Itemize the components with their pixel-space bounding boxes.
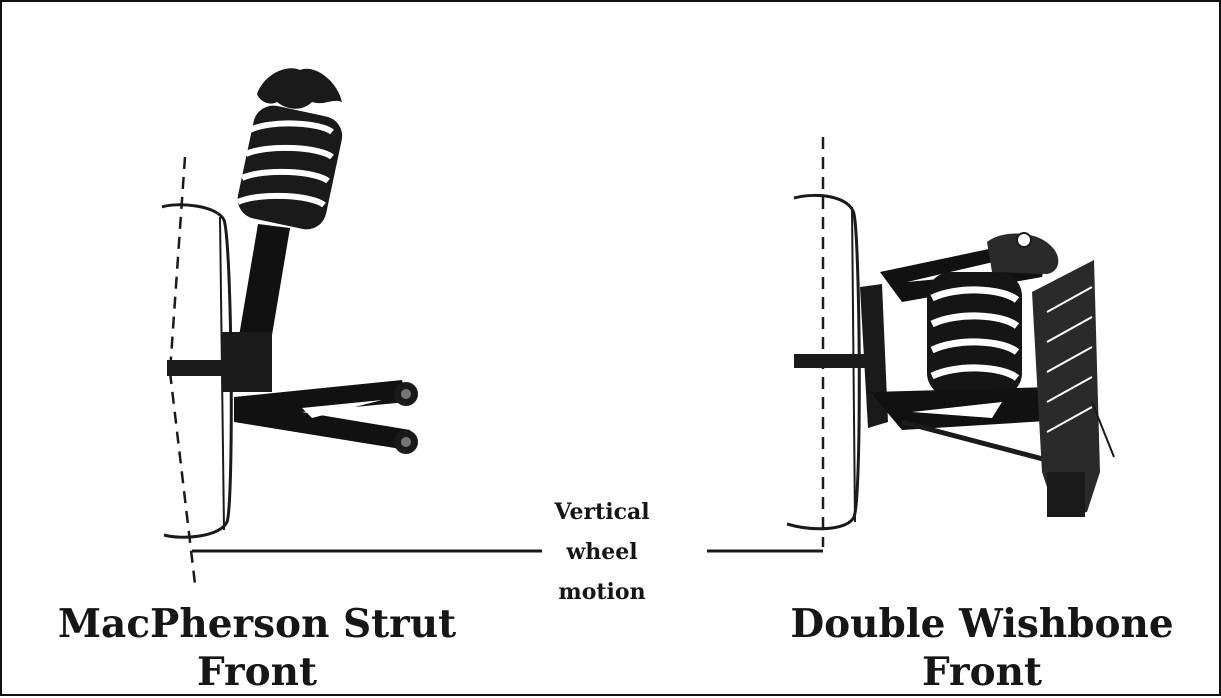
left-camber-dashed-line (168, 156, 187, 373)
macpherson-caption-line1: MacPherson Strut (57, 601, 457, 647)
motion-label-line1: Vertical (554, 499, 650, 525)
double-wishbone-caption-line2: Front (922, 649, 1042, 695)
chassis-bracket (1032, 260, 1100, 517)
right-axle-stub (794, 354, 866, 368)
wishbone-coil-spring (927, 272, 1022, 397)
lower-control-arm (234, 380, 410, 450)
left-camber-dashed-line-lower (168, 371, 197, 585)
left-axle-stub (167, 360, 227, 376)
motion-label-line2: wheel (566, 539, 638, 565)
right-tire-outline (786, 193, 861, 531)
double-wishbone-illustration (786, 137, 1115, 547)
coil-spring (236, 105, 343, 230)
damper-tube (238, 224, 290, 347)
double-wishbone-caption: Double Wishbone Front (757, 600, 1207, 696)
strut-top-mount (257, 68, 342, 109)
chassis-mount (1047, 472, 1085, 517)
upper-mount-detail (987, 233, 1059, 274)
motion-label-line3: motion (558, 579, 646, 605)
macpherson-caption-line2: Front (197, 649, 317, 695)
vertical-wheel-motion-label: Vertical wheel motion (542, 492, 662, 612)
steering-knuckle (222, 332, 272, 392)
double-wishbone-caption-line1: Double Wishbone (790, 601, 1174, 647)
macpherson-strut-caption: MacPherson Strut Front (32, 600, 482, 696)
macpherson-strut-illustration (161, 68, 418, 585)
